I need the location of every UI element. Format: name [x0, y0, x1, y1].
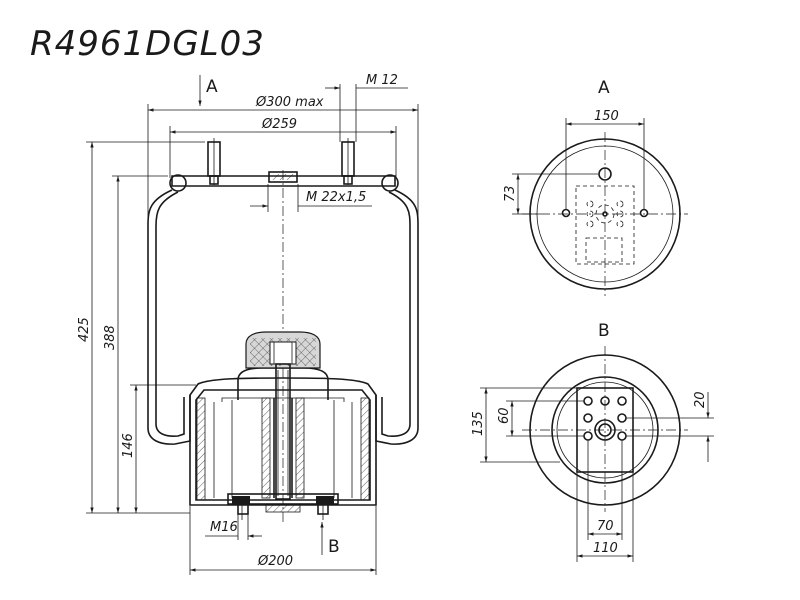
dimension-d300: Ø300 max — [147, 95, 419, 222]
dim-d259-text: Ø259 — [261, 117, 297, 132]
view-arrow-b-label: B — [328, 537, 340, 557]
view-a-label: A — [598, 78, 610, 98]
view-arrow-a-label: A — [206, 77, 218, 97]
dim-b20-text: 20 — [693, 391, 708, 408]
dimension-h425: 425 — [77, 141, 205, 514]
stud-right — [341, 138, 355, 185]
dim-d200-text: Ø200 — [257, 554, 293, 569]
dimension-b60: 60 — [497, 400, 584, 437]
dim-d300-text: Ø300 max — [255, 95, 324, 110]
dimension-h388: 388 — [103, 175, 168, 513]
dim-m16-text: M16 — [210, 520, 238, 535]
dimension-b20: 20 — [626, 391, 714, 462]
dim-m22-text: M 22x1,5 — [306, 190, 366, 205]
dim-m12-text: M 12 — [366, 73, 398, 88]
dim-b110-text: 110 — [593, 541, 618, 556]
dimension-m16: M16 — [205, 514, 262, 540]
side-section-view — [147, 138, 419, 525]
dim-h146-text: 146 — [121, 433, 136, 458]
dimension-a73: 73 — [503, 173, 598, 215]
dimension-b110: 110 — [576, 472, 634, 562]
dim-b70-text: 70 — [597, 519, 614, 534]
dimension-m12: M 12 — [325, 73, 408, 142]
dimension-m22: M 22x1,5 — [250, 184, 372, 212]
dimension-a150: 150 — [565, 109, 645, 210]
view-arrow-a: A — [198, 75, 218, 106]
dimension-d200: Ø200 — [189, 506, 377, 575]
bottom-view-b — [522, 346, 688, 512]
top-view-a — [522, 132, 688, 296]
drawing-title: R4961DGL03 — [30, 24, 265, 64]
view-arrow-b: B — [320, 522, 340, 557]
dimension-b70: 70 — [587, 440, 623, 540]
dimension-h146: 146 — [121, 384, 196, 513]
dim-h425-text: 425 — [77, 317, 92, 342]
dim-b60-text: 60 — [497, 407, 512, 424]
stud-left — [207, 138, 221, 185]
dim-a73-text: 73 — [503, 185, 518, 202]
dim-a150-text: 150 — [594, 109, 619, 124]
view-b-label: B — [598, 321, 610, 341]
dim-b135-text: 135 — [471, 411, 486, 436]
dim-h388-text: 388 — [103, 325, 118, 350]
dimension-b135: 135 — [471, 387, 577, 463]
dimension-d259: Ø259 — [169, 117, 397, 178]
